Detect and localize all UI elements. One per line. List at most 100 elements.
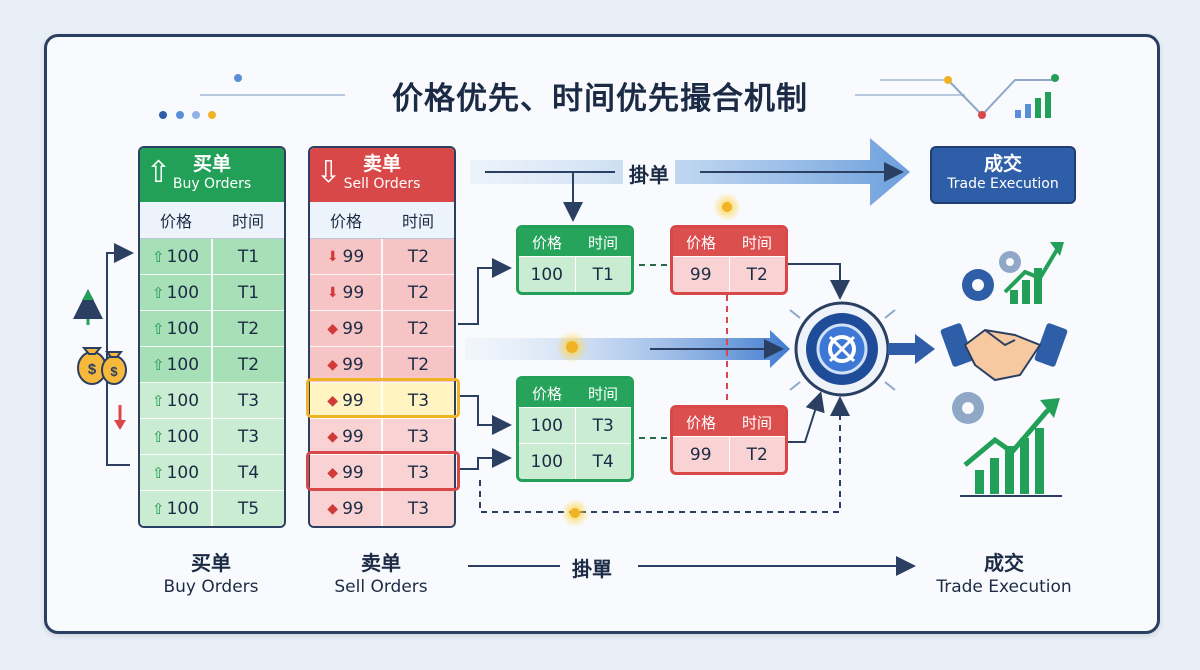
price-value: 99 (342, 318, 364, 339)
col-price: 价格 (159, 212, 192, 231)
time-cell: T3 (407, 390, 430, 411)
price-value: 100 (166, 318, 200, 339)
price-cell: 100 (519, 257, 576, 292)
gears-icon (962, 251, 1021, 301)
price-cell: ⬇99 (310, 275, 383, 310)
up-arrow-icon: ⇧ (151, 463, 165, 482)
price-value: 100 (166, 354, 200, 375)
pending-label: 掛单 (623, 159, 675, 188)
up-arrow-icon: ⇧ (151, 283, 165, 302)
gear-icon (952, 392, 984, 424)
price-value: 99 (342, 282, 365, 303)
up-arrow-icon: ⇧ (146, 155, 172, 190)
time-cell: T1 (237, 246, 260, 267)
footer-buy-zh: 买单 (191, 551, 231, 575)
col-price: 价格 (685, 413, 716, 432)
big-flow-arrow (470, 138, 910, 206)
down-arrow-icon: ⬇ (326, 248, 339, 265)
time-cell: T3 (407, 498, 430, 519)
down-arrow-icon: ⇩ (316, 155, 342, 190)
time-cell: T5 (237, 498, 260, 519)
time-cell: T1 (592, 264, 614, 285)
footer-trade-zh: 成交 (984, 551, 1024, 575)
price-value: 100 (166, 282, 200, 303)
price-cell: ⇧100 (140, 239, 213, 274)
col-price: 价格 (531, 233, 562, 252)
col-time: 时间 (587, 233, 618, 252)
price-cell: ⇧100 (140, 275, 213, 310)
up-arrow-icon: ⇧ (151, 391, 165, 410)
table-row: ⇧100 T1 (140, 239, 284, 275)
table-row: ◆99 T2 (310, 311, 454, 347)
time-cell: T2 (746, 264, 768, 285)
buy-orders-subtitle: Buy Orders (172, 176, 252, 192)
price-cell: ◆99 (310, 455, 383, 490)
col-price: 价格 (329, 212, 362, 231)
time-cell: T2 (237, 354, 260, 375)
time-cell: T2 (407, 354, 430, 375)
buy-orders-header: ⇧ 买单 Buy Orders (140, 148, 284, 202)
sell-column-header: 价格 时间 (310, 202, 454, 239)
col-time: 时间 (401, 212, 434, 231)
trade-title: 成交 (983, 153, 1022, 175)
sell-orders-title: 卖单 (362, 153, 401, 175)
price-tag-icon: ◆ (327, 392, 339, 409)
col-time: 时间 (741, 413, 772, 432)
price-cell: ⇧100 (140, 311, 213, 346)
footer-buy-en: Buy Orders (163, 577, 259, 597)
table-row: 100 T4 (519, 443, 631, 479)
time-cell: T4 (592, 451, 614, 472)
up-arrow-icon: ⇧ (151, 427, 165, 446)
time-cell: T4 (237, 462, 260, 483)
growth-chart-icon (1003, 242, 1064, 304)
price-cell: 99 (673, 257, 730, 292)
table-row: 100 T1 (519, 256, 631, 292)
price-value: 99 (342, 498, 364, 519)
up-arrow-icon: ⇧ (151, 319, 165, 338)
handshake-icon (940, 323, 1068, 382)
time-cell: T3 (407, 462, 430, 483)
footer-pending-label: 掛單 (566, 553, 618, 582)
money-bags-icon: $ $ (77, 347, 127, 385)
title-decoration-left (159, 74, 345, 119)
price-cell: ◆99 (310, 419, 383, 454)
footer-buy-label: 买单 Buy Orders (140, 550, 282, 598)
sell-orders-subtitle: Sell Orders (343, 176, 421, 192)
price-cell: ◆99 (310, 383, 383, 418)
price-cell: 100 (519, 444, 576, 479)
footer-sell-label: 卖单 Sell Orders (310, 550, 452, 598)
price-tag-icon: ◆ (327, 320, 339, 337)
buy-column-header: 价格 时间 (140, 202, 284, 239)
time-cell: T2 (407, 318, 430, 339)
price-value: 99 (342, 354, 364, 375)
price-value: 100 (166, 390, 200, 411)
mini-buy-top: 价格 时间 100 T1 (516, 225, 634, 295)
price-cell: ⬇99 (310, 239, 383, 274)
match-engine-icon (789, 301, 896, 397)
price-cell: ◆99 (310, 311, 383, 346)
down-arrow-icon: ⬇ (326, 284, 339, 301)
table-row: ◆99 T3 (310, 455, 454, 491)
buy-orders-title: 买单 (192, 153, 231, 175)
footer-sell-zh: 卖单 (361, 551, 401, 575)
time-cell: T3 (237, 426, 260, 447)
svg-text:$: $ (88, 361, 97, 378)
col-price: 价格 (685, 233, 716, 252)
sell-orders-header: ⇩ 卖单 Sell Orders (310, 148, 454, 202)
highlight-matched-order (306, 451, 460, 491)
price-value: 100 (166, 246, 200, 267)
diagram-title: 价格优先、时间优先撮合机制 (392, 81, 808, 117)
